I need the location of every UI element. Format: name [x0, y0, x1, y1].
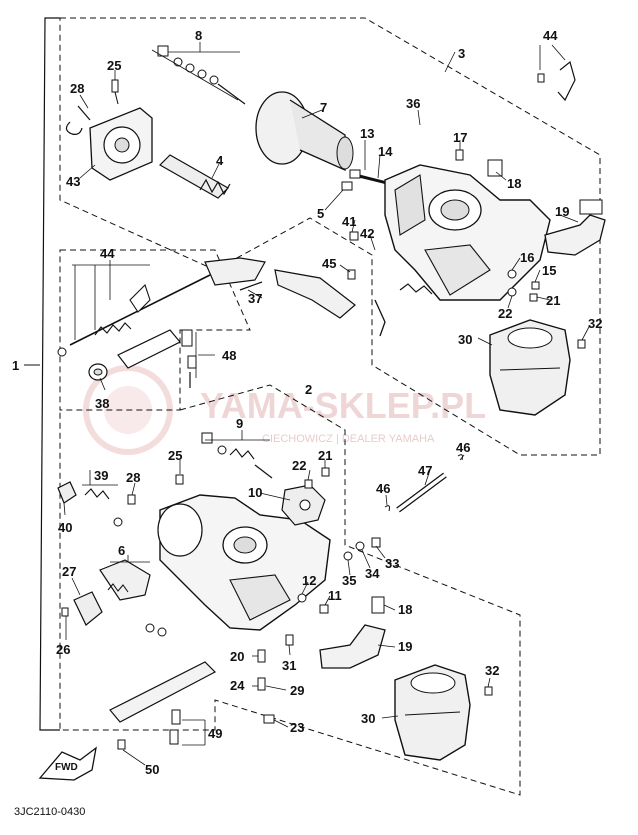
carburetor-body-upper [384, 164, 551, 301]
callout-11: 11 [328, 588, 342, 603]
bracket-19-lower [319, 624, 386, 669]
callout-21-lower: 21 [318, 448, 332, 463]
plunger-39-40 [57, 481, 123, 527]
callout-30-upper: 30 [458, 332, 472, 347]
callout-23: 23 [290, 720, 304, 735]
callout-26: 26 [56, 642, 70, 657]
callout-28-lower: 28 [126, 470, 140, 485]
callout-41: 41 [342, 214, 356, 229]
callout-3: 3 [458, 46, 465, 61]
diagram-code: 3JC2110-0430 [14, 806, 85, 818]
callout-25-upper: 25 [107, 58, 121, 73]
callout-14: 14 [378, 144, 393, 159]
callout-38: 38 [95, 396, 109, 411]
callout-22-lower: 22 [292, 458, 306, 473]
callout-10: 10 [248, 485, 262, 500]
callout-36: 36 [406, 96, 420, 111]
group-outline-lower [59, 384, 521, 796]
callout-17: 17 [453, 130, 467, 145]
float-bowl-30-lower [394, 664, 471, 761]
callout-2: 2 [305, 382, 312, 397]
linkage-bracket [274, 269, 433, 337]
carburetor-body-lower [157, 494, 331, 631]
callout-18-upper: 18 [507, 176, 521, 191]
callout-5: 5 [317, 206, 324, 221]
watermark: YAMA-SKLEP.PL CIECHOWICZ | DEALER YAMAHA [83, 365, 486, 455]
callout-8: 8 [195, 28, 202, 43]
callout-48: 48 [222, 348, 236, 363]
callout-32-lower: 32 [485, 663, 499, 678]
callout-31: 31 [282, 658, 296, 673]
fitting-18-upper [487, 159, 503, 177]
callout-30-lower: 30 [361, 711, 375, 726]
piston-7 [255, 91, 354, 172]
callout-19-upper: 19 [555, 204, 569, 219]
callout-42: 42 [360, 226, 374, 241]
callout-43: 43 [66, 174, 80, 189]
callout-21-upper: 21 [546, 293, 560, 308]
bracket-19-upper [544, 199, 606, 256]
callout-6: 6 [118, 543, 125, 558]
callout-37: 37 [248, 291, 262, 306]
callout-1: 1 [12, 358, 19, 373]
callout-18-lower: 18 [398, 602, 412, 617]
callout-20: 20 [230, 649, 244, 664]
watermark-subline: CIECHOWICZ | DEALER YAMAHA [262, 433, 435, 445]
callout-4: 4 [216, 153, 224, 168]
callout-16: 16 [520, 250, 534, 265]
leader-lines [63, 42, 591, 766]
callout-25-lower: 25 [168, 448, 182, 463]
clip-44-upper [537, 60, 576, 102]
callout-46-upper: 46 [456, 440, 470, 455]
callout-27: 27 [62, 564, 76, 579]
callout-15: 15 [542, 263, 556, 278]
cover-6 [99, 559, 151, 601]
rod-47 [396, 472, 447, 513]
cover-26-27 [61, 591, 103, 626]
fwd-arrow-icon: FWD [38, 746, 97, 781]
group-outline-upper [59, 17, 601, 456]
callout-9: 9 [236, 416, 243, 431]
screw-17 [455, 149, 464, 161]
assembly-bracket-1 [39, 17, 60, 731]
callout-34: 34 [365, 566, 380, 581]
callout-39: 39 [94, 468, 108, 483]
callout-33: 33 [385, 556, 399, 571]
small-parts-upper [239, 181, 586, 349]
callout-24: 24 [230, 678, 245, 693]
callout-12: 12 [302, 573, 316, 588]
callout-29: 29 [290, 683, 304, 698]
linkage-rod-44 [57, 257, 266, 357]
callout-40: 40 [58, 520, 72, 535]
callout-46-lower: 46 [376, 481, 390, 496]
group-outline-middle [59, 249, 251, 411]
needle-set-9 [201, 432, 273, 479]
callout-7: 7 [320, 100, 327, 115]
washer-38 [88, 363, 108, 381]
needle-set-8 [151, 45, 246, 105]
callout-44-lower: 44 [100, 246, 115, 261]
callout-45: 45 [322, 256, 336, 271]
callout-13: 13 [360, 126, 374, 141]
callout-28-upper: 28 [70, 81, 84, 96]
fitting-18-lower [371, 596, 385, 614]
callout-35: 35 [342, 573, 356, 588]
callout-19-lower: 19 [398, 639, 412, 654]
callout-labels: 1 2 3 4 5 6 7 8 9 10 11 12 13 14 15 16 1… [12, 28, 602, 777]
cover-plate-43 [65, 105, 153, 181]
float-bowl-30-upper [489, 319, 571, 416]
fwd-label: FWD [55, 762, 78, 773]
callout-47: 47 [418, 463, 432, 478]
lever-arm-lower [109, 661, 217, 723]
callout-22-upper: 22 [498, 306, 512, 321]
callout-32-upper: 32 [588, 316, 602, 331]
callout-44-upper: 44 [543, 28, 558, 43]
link-48 [117, 329, 197, 388]
callout-49: 49 [208, 726, 222, 741]
callout-50: 50 [145, 762, 159, 777]
spring-4 [159, 154, 231, 199]
screw-25-upper [111, 79, 119, 105]
